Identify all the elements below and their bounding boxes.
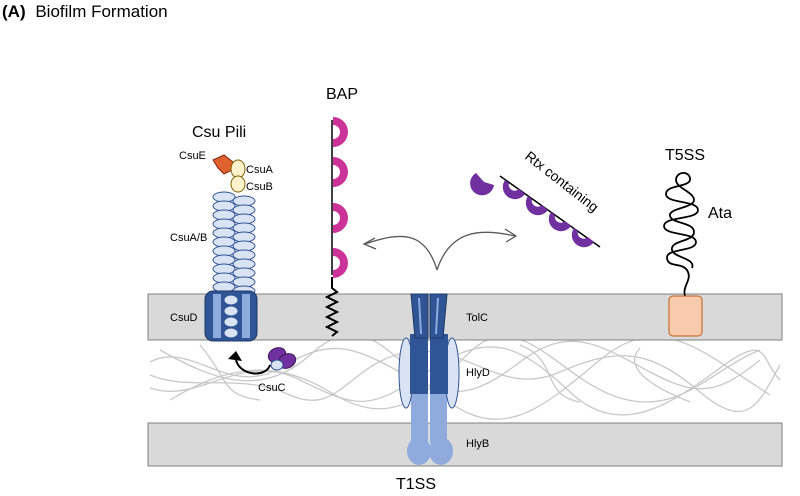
csub-label: CsuB bbox=[246, 181, 273, 193]
bap-protein bbox=[324, 117, 348, 337]
secretion-arrows bbox=[362, 228, 518, 271]
rtx-protein bbox=[470, 173, 601, 248]
csuc-chaperone bbox=[228, 347, 297, 375]
csue-label: CsuE bbox=[179, 150, 206, 162]
rtx-pacman-subunit bbox=[470, 173, 494, 196]
csud-usher bbox=[204, 290, 258, 342]
panel-heading: (A) Biofilm Formation bbox=[2, 2, 168, 21]
hlyd-adaptor bbox=[398, 334, 460, 409]
csu-pilus-rod bbox=[212, 191, 256, 297]
ata-label: Ata bbox=[708, 205, 732, 222]
tolc-label: TolC bbox=[466, 312, 488, 324]
tolc-channel bbox=[410, 293, 448, 339]
csua-label: CsuA bbox=[246, 164, 274, 176]
hlyb-transporter bbox=[407, 388, 453, 465]
bap-label: BAP bbox=[326, 86, 358, 103]
ata-autotransporter bbox=[663, 172, 703, 337]
csuc-arrowhead bbox=[228, 351, 242, 361]
rtx-label: Rtx containing bbox=[522, 148, 602, 215]
panel-letter: (A) bbox=[2, 2, 26, 21]
hlyd-label: HlyD bbox=[466, 367, 490, 379]
csue-subunit bbox=[212, 154, 234, 175]
hlyb-label: HlyB bbox=[466, 438, 489, 450]
csud-label: CsuD bbox=[170, 312, 198, 324]
csuc-label: CsuC bbox=[258, 382, 286, 394]
t1ss-label: T1SS bbox=[396, 476, 436, 493]
inner-membrane bbox=[147, 422, 783, 467]
peptidoglycan-mesh bbox=[149, 333, 781, 420]
csuab-label: CsuA/B bbox=[170, 232, 207, 244]
ata-translocator-domain bbox=[668, 295, 703, 337]
t5ss-label: T5SS bbox=[665, 147, 705, 164]
csua-subunit bbox=[230, 159, 246, 179]
csub-subunit bbox=[230, 175, 246, 193]
csu-pili-label: Csu Pili bbox=[192, 124, 246, 141]
panel-title: Biofilm Formation bbox=[35, 2, 167, 21]
